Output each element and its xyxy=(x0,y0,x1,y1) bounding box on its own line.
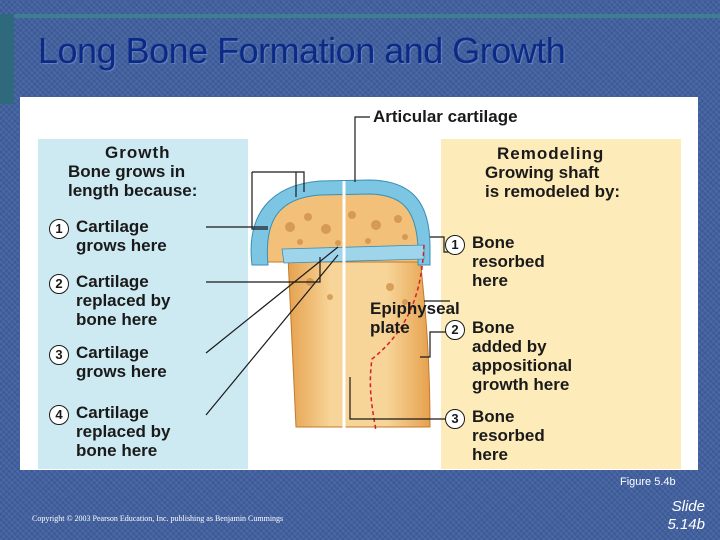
remodel-step-2-line2: added by xyxy=(472,337,547,356)
remodeling-heading: Remodeling xyxy=(497,144,604,163)
growth-step-1-line2: grows here xyxy=(76,236,167,255)
epiphyseal-plate-label-1: Epiphyseal xyxy=(370,299,460,318)
growth-step-4-line1: Cartilage xyxy=(76,403,149,422)
growth-step-3-line1: Cartilage xyxy=(76,343,149,362)
remodeling-subheading-2: is remodeled by: xyxy=(485,182,620,201)
remodel-step-1-line3: here xyxy=(472,271,508,290)
growth-step-1-line1: Cartilage xyxy=(76,217,149,236)
remodel-step-2-number: 2 xyxy=(445,320,465,340)
slide-number-line1: Slide xyxy=(650,498,705,516)
remodel-step-1-line2: resorbed xyxy=(472,252,545,271)
remodeling-subheading-1: Growing shaft xyxy=(485,163,599,182)
slide-number-line2: 5.14b xyxy=(650,516,705,534)
growth-step-3-line2: grows here xyxy=(76,362,167,381)
growth-step-2-line1: Cartilage xyxy=(76,272,149,291)
bone-figure: Articular cartilage Growth Bone grows in… xyxy=(20,97,698,470)
remodel-step-2-line1: Bone xyxy=(472,318,515,337)
growth-subheading-1: Bone grows in xyxy=(68,162,185,181)
growth-step-4-line3: bone here xyxy=(76,441,157,460)
remodel-step-3-line3: here xyxy=(472,445,508,464)
remodel-step-2-line4: growth here xyxy=(472,375,569,394)
growth-step-4-line2: replaced by xyxy=(76,422,171,441)
growth-step-3-number: 3 xyxy=(49,345,69,365)
growth-subheading-2: length because: xyxy=(68,181,197,200)
copyright-notice: Copyright © 2003 Pearson Education, Inc.… xyxy=(32,514,283,523)
articular-cartilage-label: Articular cartilage xyxy=(373,107,518,126)
left-rule xyxy=(0,14,14,104)
remodel-step-3-line1: Bone xyxy=(472,407,515,426)
figure-caption: Figure 5.4b xyxy=(620,476,676,488)
slide-title: Long Bone Formation and Growth xyxy=(38,30,565,72)
slide-number: Slide 5.14b xyxy=(650,498,705,534)
growth-heading: Growth xyxy=(105,143,171,162)
remodel-step-3-line2: resorbed xyxy=(472,426,545,445)
top-rule xyxy=(0,14,720,18)
remodel-step-2-line3: appositional xyxy=(472,356,572,375)
growth-step-2-line3: bone here xyxy=(76,310,157,329)
growth-step-2-number: 2 xyxy=(49,274,69,294)
remodel-step-1-line1: Bone xyxy=(472,233,515,252)
remodel-step-3-number: 3 xyxy=(445,409,465,429)
growth-step-2-line2: replaced by xyxy=(76,291,171,310)
epiphyseal-plate-label-2: plate xyxy=(370,318,410,337)
growth-step-4-number: 4 xyxy=(49,405,69,425)
remodel-step-1-number: 1 xyxy=(445,235,465,255)
growth-step-1-number: 1 xyxy=(49,219,69,239)
